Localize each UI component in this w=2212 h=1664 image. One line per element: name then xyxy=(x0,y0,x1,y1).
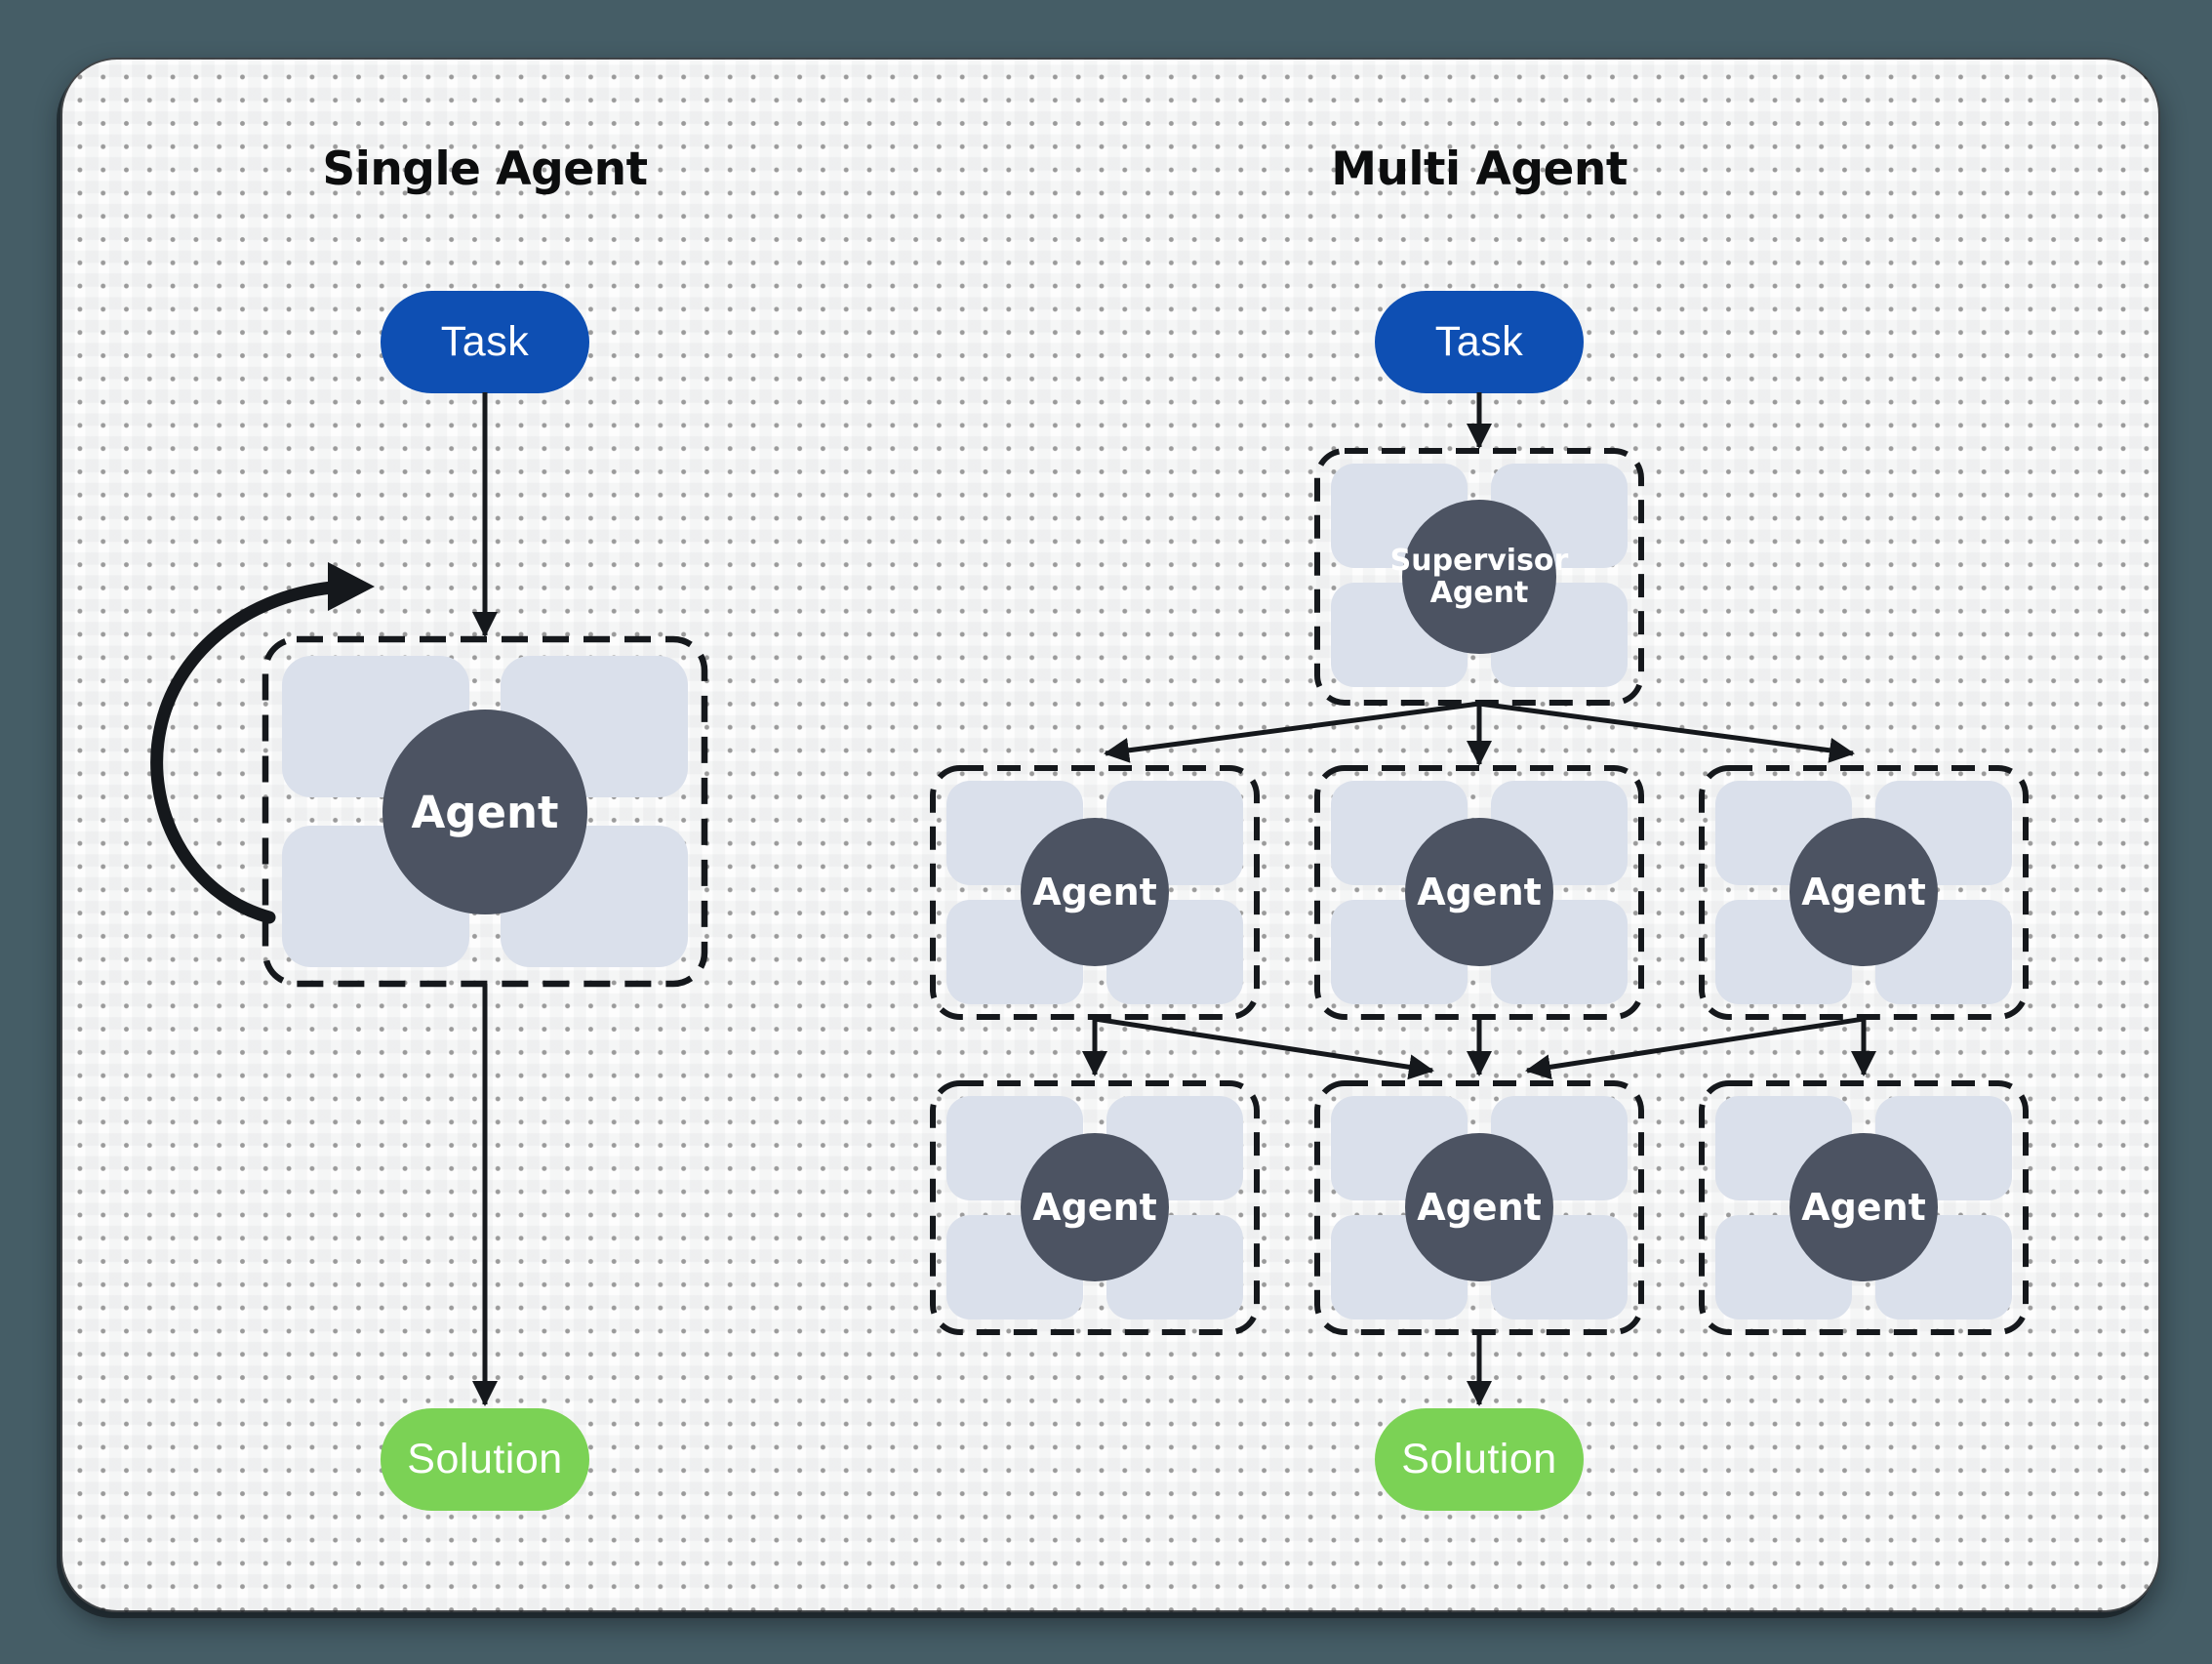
solution-pill-single-label: Solution xyxy=(407,1436,563,1482)
agent-node-row1-left: Agent xyxy=(933,768,1257,1017)
agent-circle: Agent xyxy=(1790,818,1938,966)
agent-node-row2-middle: Agent xyxy=(1317,1083,1641,1332)
agent-circle: Agent xyxy=(1790,1133,1938,1281)
agent-circle-label: Agent xyxy=(1801,1186,1926,1229)
task-pill-single-label: Task xyxy=(440,318,530,365)
supervisor-agent-node: Supervisor Agent xyxy=(1317,451,1641,703)
agent-node-row1-right: Agent xyxy=(1702,768,2026,1017)
agent-circle-label: Agent xyxy=(411,786,559,838)
solution-pill-single: Solution xyxy=(381,1408,589,1511)
task-pill-single: Task xyxy=(381,291,589,393)
agent-circle: Agent xyxy=(382,710,587,914)
solution-pill-multi-label: Solution xyxy=(1401,1436,1557,1482)
solution-pill-multi: Solution xyxy=(1375,1408,1584,1511)
single-agent-title: Single Agent xyxy=(322,142,648,196)
agent-circle: Agent xyxy=(1405,818,1553,966)
agent-circle-label: Agent xyxy=(1801,871,1926,913)
agent-node-row2-left: Agent xyxy=(933,1083,1257,1332)
agent-circle-label: Agent xyxy=(1417,1186,1542,1229)
agent-node-row2-right: Agent xyxy=(1702,1083,2026,1332)
multi-agent-title: Multi Agent xyxy=(1331,142,1628,196)
agent-circle-label: Agent xyxy=(1032,1186,1157,1229)
agent-circle: Agent xyxy=(1021,818,1169,966)
agent-circle: Agent xyxy=(1021,1133,1169,1281)
supervisor-label-line1: Supervisor xyxy=(1389,544,1569,578)
supervisor-circle-label: Supervisor Agent xyxy=(1390,545,1569,609)
agent-circle-label: Agent xyxy=(1032,871,1157,913)
agent-node-row1-middle: Agent xyxy=(1317,768,1641,1017)
supervisor-circle: Supervisor Agent xyxy=(1390,500,1568,654)
task-pill-multi-label: Task xyxy=(1434,318,1524,365)
single-agent-node: Agent xyxy=(265,639,704,984)
agent-circle-label: Agent xyxy=(1417,871,1542,913)
supervisor-label-line2: Agent xyxy=(1429,576,1529,610)
task-pill-multi: Task xyxy=(1375,291,1584,393)
agent-circle: Agent xyxy=(1405,1133,1553,1281)
